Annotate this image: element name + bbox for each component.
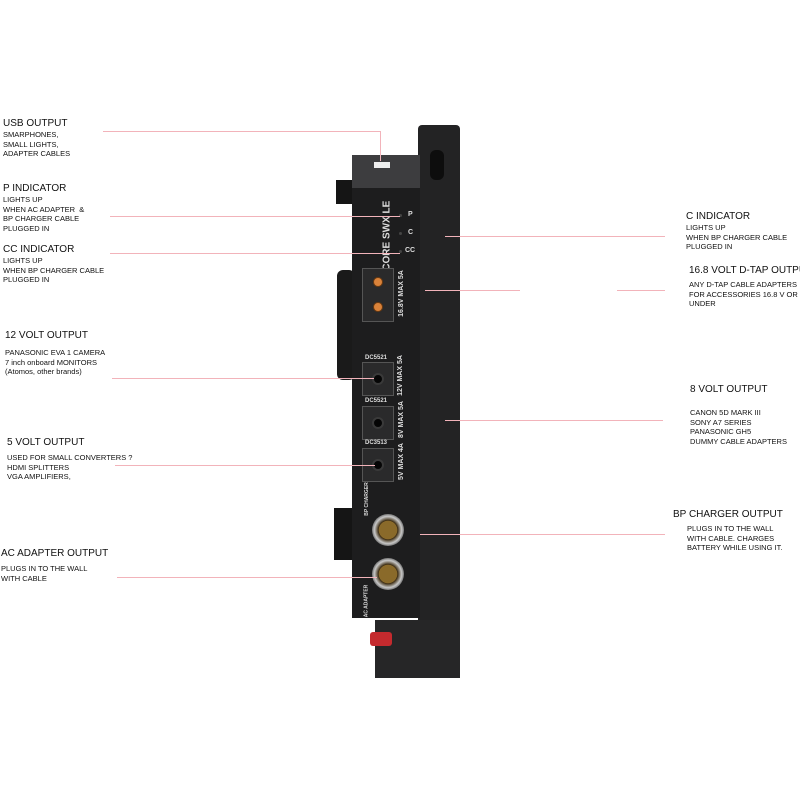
port-12v[interactable]: [362, 362, 394, 396]
led-cc: [399, 250, 402, 253]
port-12v-rating: 12V MAX 5A: [396, 355, 404, 396]
callout-title: C INDICATOR: [686, 211, 751, 222]
callout-12v-output: 12 VOLT OUTPUT PANASONIC EVA 1 CAMERA 7 …: [5, 330, 105, 377]
usb-block: [352, 155, 420, 188]
led-c: [399, 232, 402, 235]
callout-title: 12 VOLT OUTPUT: [5, 330, 88, 341]
callout-usb-output: USB OUTPUT SMARPHONES, SMALL LIGHTS, ADA…: [3, 118, 70, 159]
callout-body: PLUGS IN TO THE WALL WITH CABLE. CHARGES…: [687, 524, 783, 552]
callout-body: CANON 5D MARK III SONY A7 SERIES PANASON…: [690, 408, 787, 446]
dtap-port[interactable]: [362, 268, 394, 322]
usb-port-icon: [374, 162, 390, 168]
callout-body: LIGHTS UP WHEN BP CHARGER CABLE PLUGGED …: [3, 256, 105, 284]
callout-body: LIGHTS UP WHEN BP CHARGER CABLE PLUGGED …: [686, 223, 788, 251]
dtap-rating: 16.8V MAX 5A: [397, 270, 405, 317]
callout-title: USB OUTPUT: [3, 118, 68, 129]
callout-body: USED FOR SMALL CONVERTERS ? HDMI SPLITTE…: [7, 453, 133, 481]
callout-p-indicator: P INDICATOR LIGHTS UP WHEN AC ADAPTER & …: [3, 183, 84, 233]
bp-charger-label: BP CHARGER: [363, 482, 370, 516]
port-8v[interactable]: [362, 406, 394, 440]
callout-body: PLUGS IN TO THE WALL WITH CABLE: [1, 564, 88, 583]
callout-title: CC INDICATOR: [3, 244, 75, 255]
leader-5v: [115, 465, 375, 466]
bp-charger-connector[interactable]: [372, 514, 404, 546]
callout-title: 16.8 VOLT D-TAP OUTPUT: [689, 265, 800, 276]
port-8v-type: DC5521: [365, 398, 388, 404]
callout-c-indicator: C INDICATOR LIGHTS UP WHEN BP CHARGER CA…: [686, 211, 787, 252]
rail-knob-top: [430, 150, 444, 180]
dtap-pin: [373, 277, 383, 287]
port-5v-rating: 5V MAX 4A: [397, 443, 405, 480]
leader-dtap-2: [617, 290, 665, 291]
callout-title: P INDICATOR: [3, 183, 67, 194]
indicator-label-p: P: [408, 211, 413, 218]
indicator-label-cc: CC: [405, 247, 416, 254]
leader-usb: [103, 131, 380, 132]
callout-ac-adapter-output: AC ADAPTER OUTPUT PLUGS IN TO THE WALL W…: [1, 548, 108, 583]
dtap-pin: [373, 302, 383, 312]
ac-adapter-label: AC ADAPTER: [363, 584, 370, 618]
callout-title: BP CHARGER OUTPUT: [673, 509, 783, 520]
release-tab: [370, 632, 392, 646]
leader-8v: [445, 420, 663, 421]
callout-body: ANY D-TAP CABLE ADAPTERS FOR ACCESSORIES…: [689, 280, 798, 308]
callout-cc-indicator: CC INDICATOR LIGHTS UP WHEN BP CHARGER C…: [3, 244, 104, 285]
callout-title: 8 VOLT OUTPUT: [690, 384, 768, 395]
leader-usb-down: [380, 131, 381, 161]
led-p: [399, 214, 402, 217]
callout-body: LIGHTS UP WHEN AC ADAPTER & BP CHARGER C…: [3, 195, 85, 233]
v-mount-plate: [337, 270, 355, 380]
clip-top: [336, 180, 354, 204]
callout-5v-output: 5 VOLT OUTPUT USED FOR SMALL CONVERTERS …: [7, 437, 132, 482]
leader-ac-adapter: [117, 577, 377, 578]
callout-title: 5 VOLT OUTPUT: [7, 437, 85, 448]
port-12v-type: DC5521: [365, 355, 388, 361]
callout-title: AC ADAPTER OUTPUT: [1, 548, 109, 559]
leader-cc-indicator: [110, 253, 400, 254]
leader-p-indicator: [110, 216, 400, 217]
port-5v-type: DC3513: [365, 440, 388, 446]
right-rail: [418, 125, 460, 678]
callout-bp-charger-output: BP CHARGER OUTPUT PLUGS IN TO THE WALL W…: [673, 509, 783, 553]
device-body: [352, 188, 420, 618]
ac-adapter-connector[interactable]: [372, 558, 404, 590]
leader-dtap: [425, 290, 520, 291]
callout-8v-output: 8 VOLT OUTPUT CANON 5D MARK III SONY A7 …: [690, 384, 787, 446]
bottom-mount: [375, 620, 460, 678]
port-8v-rating: 8V MAX 5A: [397, 401, 405, 438]
leader-12v: [112, 378, 374, 379]
callout-body: SMARPHONES, SMALL LIGHTS, ADAPTER CABLES: [3, 130, 71, 158]
indicator-label-c: C: [408, 229, 414, 236]
leader-c-indicator: [445, 236, 665, 237]
leader-bp-charger: [420, 534, 665, 535]
callout-dtap-output: 16.8 VOLT D-TAP OUTPUT ANY D-TAP CABLE A…: [689, 265, 800, 309]
clip-bottom: [334, 508, 354, 560]
callout-body: PANASONIC EVA 1 CAMERA 7 inch onboard MO…: [5, 348, 106, 376]
